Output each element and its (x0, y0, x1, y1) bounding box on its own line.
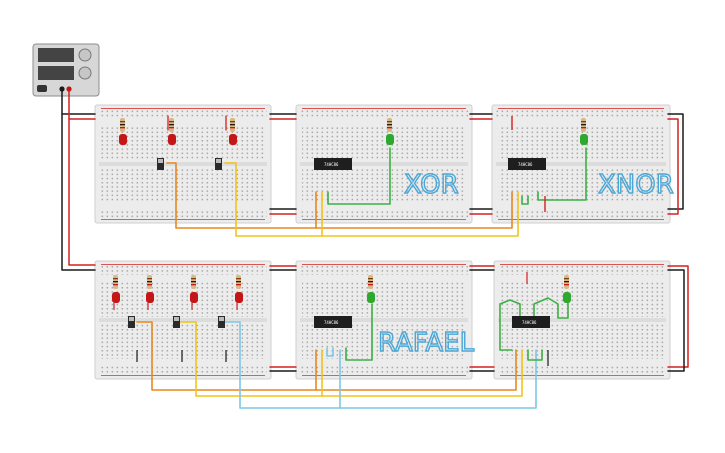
resistor[interactable] (564, 275, 569, 289)
wire-yellow-b2[interactable] (321, 191, 519, 237)
led-red[interactable] (146, 292, 154, 303)
slide-switch[interactable] (173, 316, 180, 328)
chip-label: 74HC86 (522, 320, 537, 325)
label-rafael: RAFAEL (378, 328, 475, 358)
wire-green-xor[interactable] (327, 147, 391, 205)
wire-yellow-d[interactable] (179, 321, 323, 397)
wire-green-xnor[interactable] (537, 147, 587, 201)
chip-label: 74HC86 (324, 162, 339, 167)
ic-chip[interactable]: 74HC86 (512, 316, 550, 328)
led-green[interactable] (563, 292, 571, 303)
breadboards (94, 104, 671, 380)
wire-loop-right[interactable] (667, 113, 684, 210)
wire-black-vertical[interactable] (136, 350, 227, 362)
led-green[interactable] (386, 134, 394, 145)
chip-label: 74HC86 (324, 320, 339, 325)
components: 74HC86 XOR 74HC86 XNOR 74HC86 (112, 116, 674, 366)
led-green[interactable] (367, 292, 375, 303)
resistor[interactable] (120, 118, 125, 132)
slide-switch[interactable] (128, 316, 135, 328)
breadboard[interactable] (94, 260, 272, 380)
wire-red-vertical[interactable] (113, 303, 238, 310)
breadboard[interactable] (491, 104, 671, 224)
resistor[interactable] (169, 118, 174, 132)
slide-switch[interactable] (215, 158, 222, 170)
wire-green-last[interactable] (499, 299, 521, 351)
resistor[interactable] (147, 275, 152, 289)
slide-switch[interactable] (218, 316, 225, 328)
resistor[interactable] (368, 275, 373, 289)
breadboard[interactable] (493, 260, 671, 380)
chip-label: 74HC86 (518, 162, 533, 167)
wire-green-u[interactable] (521, 195, 529, 205)
breadboard[interactable] (94, 104, 272, 224)
wire-orange-a[interactable] (166, 162, 317, 229)
led-green[interactable] (580, 134, 588, 145)
wire-power-bottom[interactable] (68, 118, 96, 266)
wire-ground-bottom[interactable] (61, 113, 96, 271)
wire-red-vertical[interactable] (511, 116, 546, 212)
resistor[interactable] (236, 275, 241, 289)
wire-orange-c[interactable] (136, 321, 317, 391)
led-red[interactable] (190, 292, 198, 303)
wire-blue-e2[interactable] (339, 349, 537, 409)
wire-yellow-b[interactable] (224, 162, 323, 237)
wire-green-last2[interactable] (533, 297, 569, 319)
label-xnor: XNOR (598, 170, 674, 200)
label-xor: XOR (404, 170, 459, 200)
led-red[interactable] (112, 292, 120, 303)
led-red[interactable] (235, 292, 243, 303)
ic-chip[interactable]: 74HC86 (314, 316, 352, 328)
power-supply[interactable] (32, 43, 100, 97)
wire-loop-right[interactable] (667, 118, 679, 215)
led-red[interactable] (119, 134, 127, 145)
wire-led-red[interactable] (167, 115, 227, 131)
wire-green-rafael[interactable] (345, 303, 373, 361)
wire-loop-right[interactable] (667, 269, 685, 372)
resistor[interactable] (230, 118, 235, 132)
wire-blue-e[interactable] (224, 321, 341, 409)
resistor[interactable] (581, 118, 586, 132)
wire-loop-right[interactable] (667, 265, 689, 368)
resistor[interactable] (113, 275, 118, 289)
resistor[interactable] (387, 118, 392, 132)
wire-green-last3[interactable] (527, 349, 543, 361)
breadboard[interactable] (295, 104, 473, 224)
wires (61, 90, 689, 409)
ic-chip[interactable]: 74HC86 (314, 158, 352, 170)
wire-orange-c2[interactable] (315, 349, 517, 391)
led-red[interactable] (168, 134, 176, 145)
slide-switch[interactable] (157, 158, 164, 170)
ic-chip[interactable]: 74HC86 (508, 158, 546, 170)
wire-yellow-d2[interactable] (321, 349, 523, 397)
led-red[interactable] (229, 134, 237, 145)
wire-blue-u[interactable] (326, 347, 334, 357)
wire-orange-a2[interactable] (315, 191, 513, 229)
resistor[interactable] (191, 275, 196, 289)
